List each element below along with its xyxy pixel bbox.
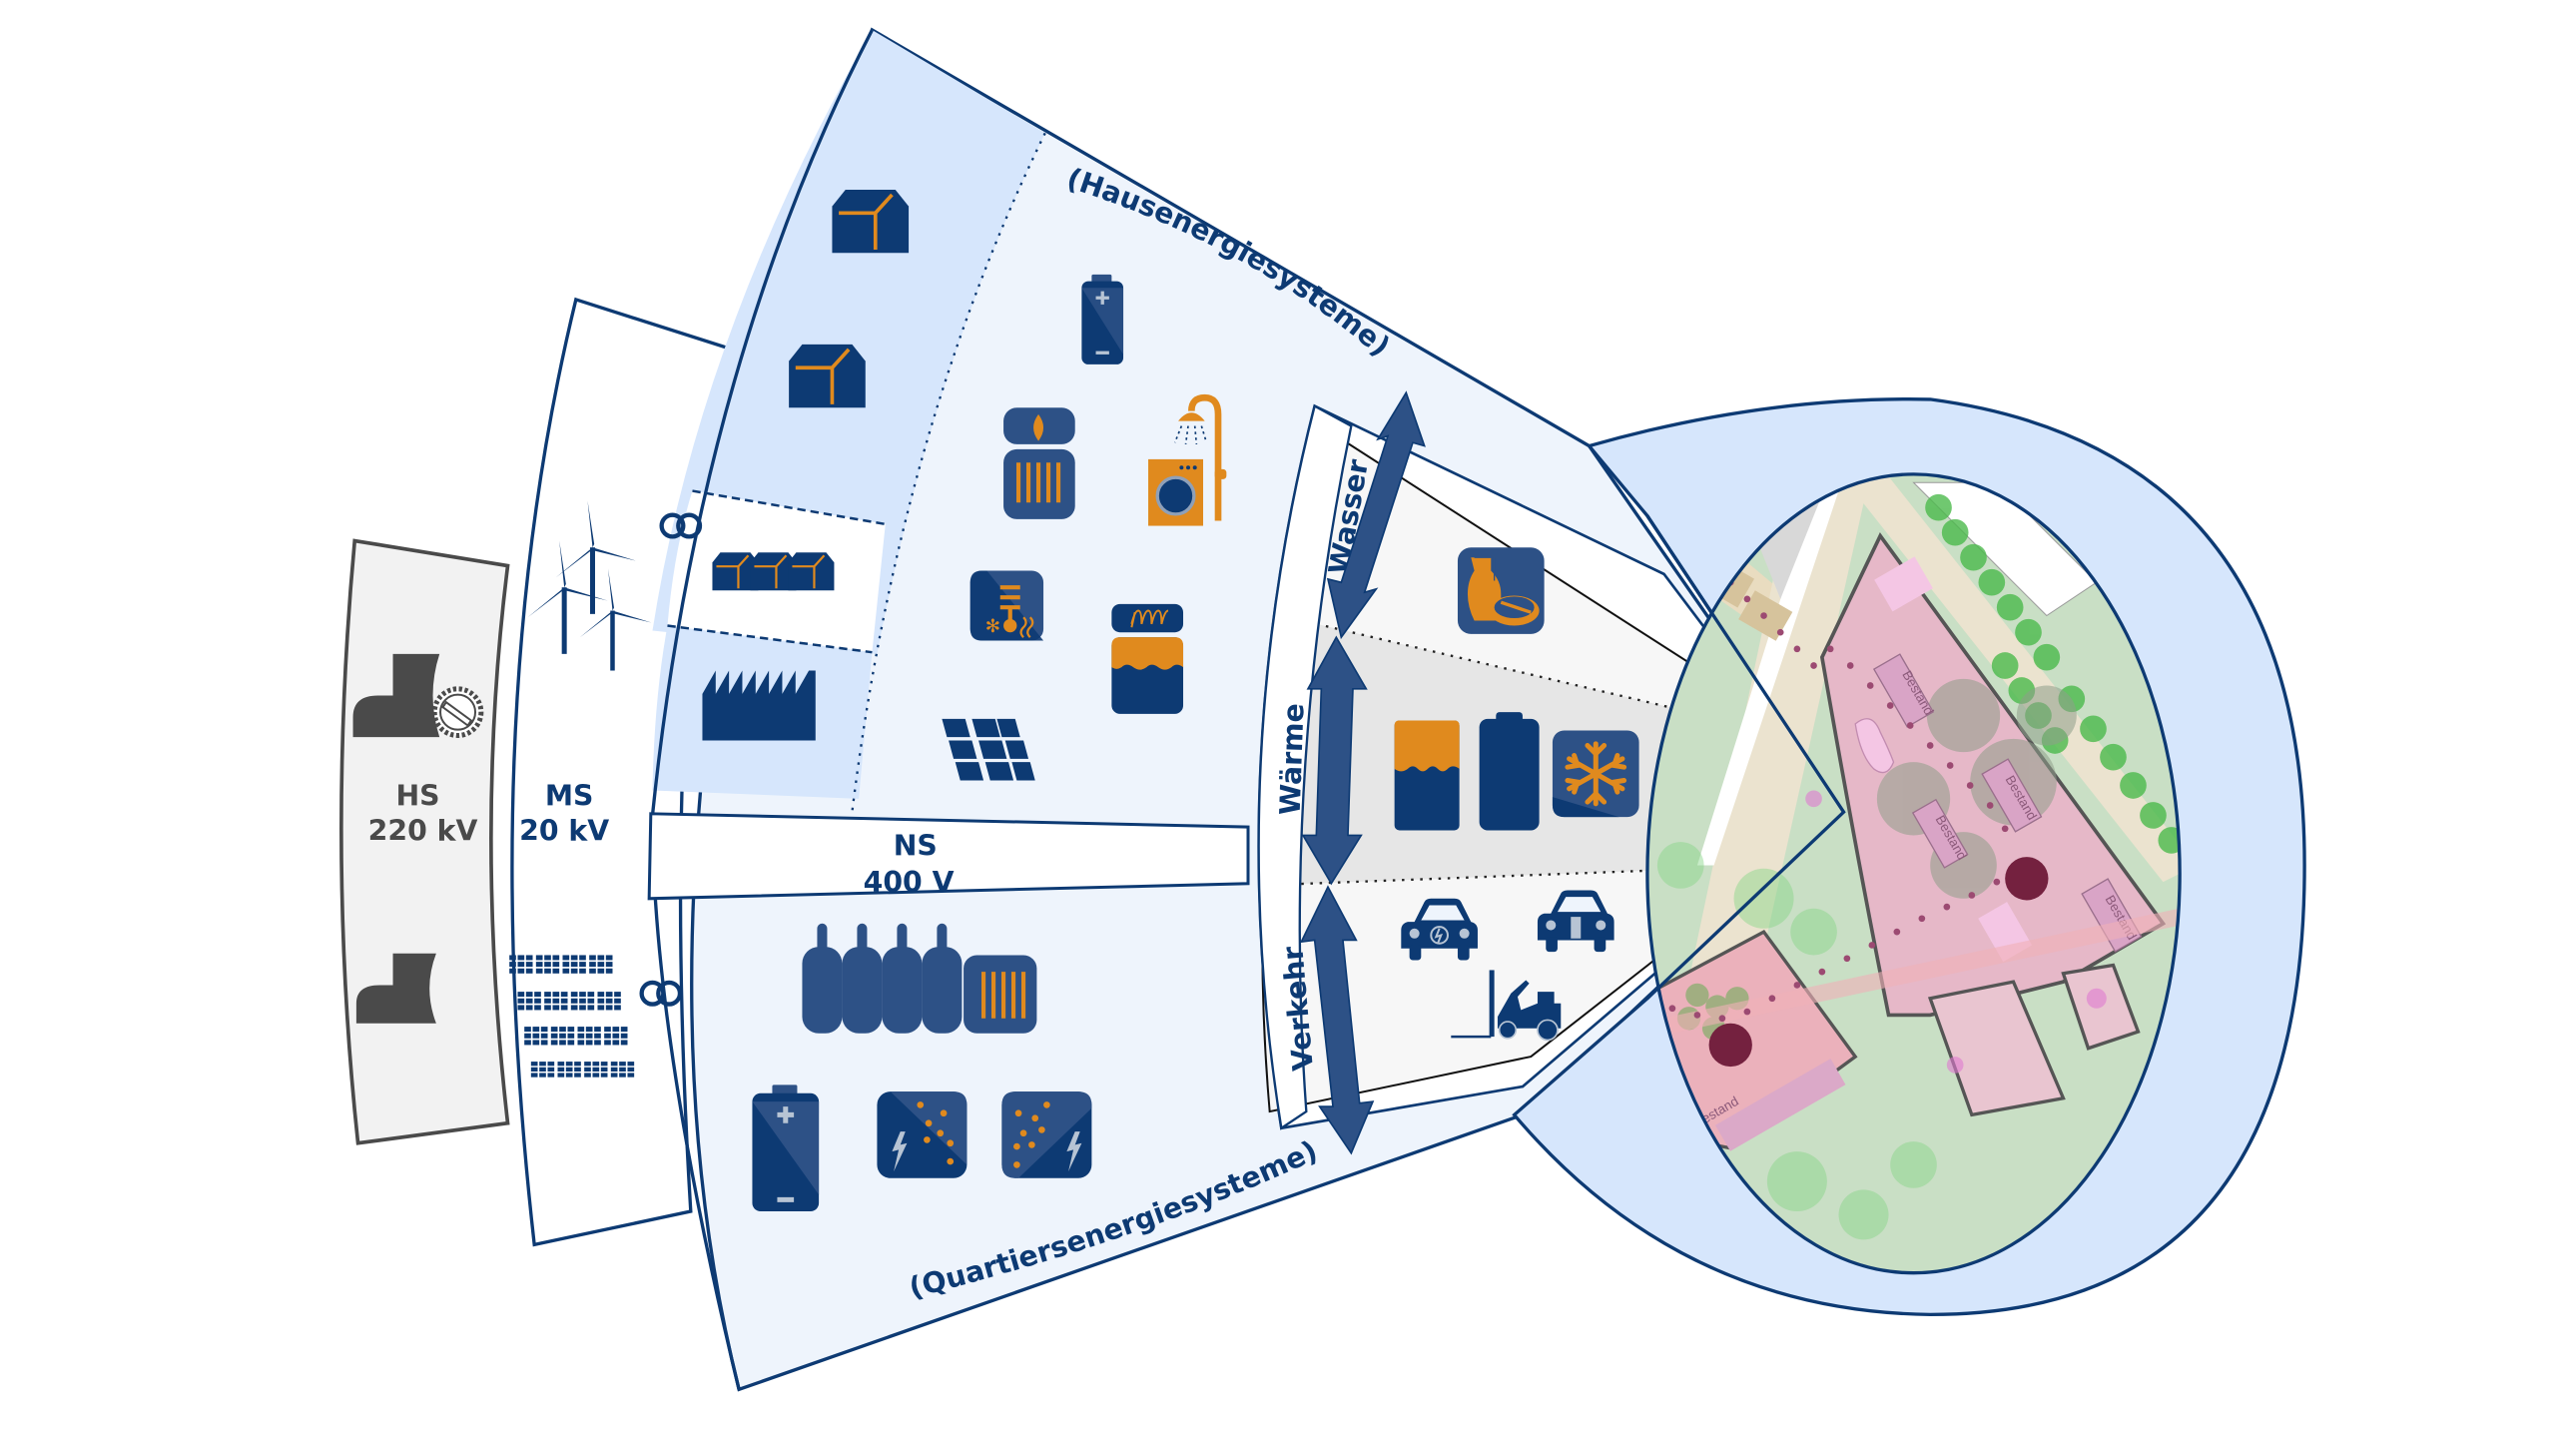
electric-car-icon (1401, 898, 1478, 961)
heat-storage-icon (1394, 720, 1460, 831)
hs-name: HS (395, 779, 439, 812)
ms-voltage: 20 kV (519, 814, 609, 847)
ms-name: MS (545, 779, 594, 812)
network-node-icon (1708, 1023, 1752, 1068)
ns-voltage: 400 V (864, 866, 955, 899)
gas-heater-icon (1003, 407, 1075, 519)
fuel-cell-icon (1001, 1091, 1092, 1178)
network-node-icon (2005, 857, 2049, 901)
district-map-ring: Bestand Bestand Bestand Bestand Bestand (1512, 397, 2306, 1317)
hot-water-tank-icon (1111, 603, 1184, 714)
forklift-icon (1451, 970, 1562, 1042)
gas-bottles-heater-icon (802, 923, 1037, 1034)
tank-icon (1479, 712, 1540, 831)
row-houses-icon (711, 551, 836, 592)
shower-washing-machine-icon (1148, 393, 1227, 526)
hs-panel: HS 220 kV (339, 538, 510, 1145)
fuel-cell-car-icon (1537, 890, 1614, 953)
heat-pump-icon: ✻ (969, 570, 1044, 641)
traffic-arrow-icon (1299, 885, 1375, 1155)
water-meter-icon (1457, 547, 1545, 634)
ns-name: NS (894, 829, 938, 862)
water-arrow-icon (1326, 390, 1426, 640)
solar-panel-icon (942, 718, 1035, 781)
power-plant-with-turbine-icon (352, 653, 484, 738)
battery-icon (752, 1084, 820, 1212)
hs-voltage: 220 kV (368, 814, 478, 847)
factory-icon (702, 670, 816, 741)
single-house-icon (830, 188, 911, 256)
single-house-icon (787, 343, 868, 410)
cooling-icon (1552, 730, 1639, 818)
svg-text:✻: ✻ (985, 616, 1000, 637)
sector-heat-label: Wärme (1274, 703, 1311, 816)
heat-arrow-icon (1301, 635, 1368, 886)
cooling-tower-icon (355, 953, 436, 1024)
electrolyzer-icon (877, 1091, 967, 1178)
battery-icon (1081, 274, 1124, 364)
